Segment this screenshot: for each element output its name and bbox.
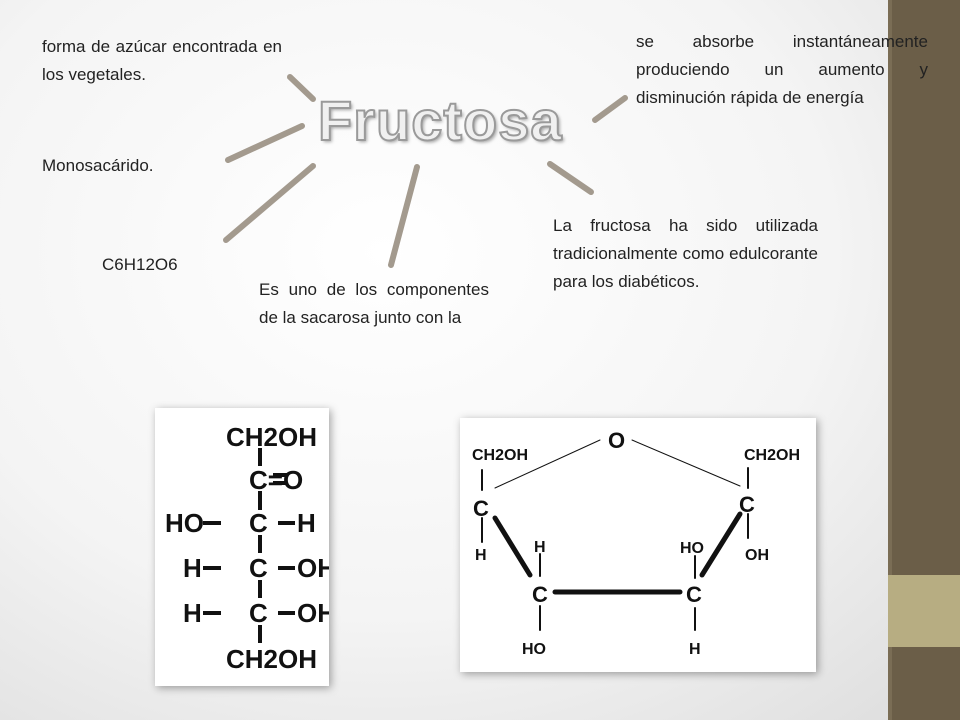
text-sugar-form: forma de azúcar encontrada en los vegeta… (42, 37, 282, 84)
fructose-linear-structure: CH2OH C=O HO C H H C OH H C OH CH2OH (165, 422, 336, 674)
linear-row1: CH2OH (226, 422, 317, 452)
linear-row6: CH2OH (226, 644, 317, 674)
linear-row3-carbon: C (249, 508, 268, 538)
ring-left-carbon: C (473, 496, 489, 521)
sidebar-decoration (888, 0, 960, 720)
text-monosaccharide: Monosacárido. (42, 156, 154, 175)
linear-row4-right: OH (297, 553, 329, 583)
linear-row5-right: OH (297, 598, 329, 628)
connector-absorbed (592, 95, 628, 123)
linear-row4-carbon: C (249, 553, 268, 583)
ring-bottom-right-carbon: C (686, 582, 702, 607)
ring-oxygen: O (608, 428, 625, 453)
linear-row3-right: H (297, 508, 316, 538)
text-sucrose: Es uno de los componentes de la sacarosa… (259, 280, 489, 327)
ring-bottom-left-bottom: HO (522, 641, 546, 658)
connector-lines (223, 74, 628, 268)
linear-row3-left: HO (165, 508, 204, 538)
fructose-ring-structure: O CH2OH CH2OH C C H OH C C H HO HO H (472, 428, 800, 658)
connector-sweetener (547, 161, 594, 195)
connector-formula (223, 163, 316, 243)
ring-right-oh: OH (745, 547, 769, 564)
sidebar-band (888, 575, 960, 647)
ring-bottom-right-top: HO (680, 540, 704, 557)
ring-right-top-group: CH2OH (744, 447, 800, 464)
ring-right-carbon: C (739, 492, 755, 517)
linear-row4-left: H (183, 553, 202, 583)
sidebar-edge (888, 0, 892, 720)
fructose-ring-structure-image: O CH2OH CH2OH C C H OH C C H HO HO H (460, 418, 816, 672)
fructose-linear-structure-image: CH2OH C=O HO C H H C OH H C OH CH2OH (155, 408, 336, 686)
linear-row5-carbon: C (249, 598, 268, 628)
connector-sugar-form (287, 74, 316, 102)
ring-bottom-left-carbon: C (532, 582, 548, 607)
text-sweetener: La fructosa ha sido utilizada tradiciona… (553, 216, 818, 291)
connector-monosaccharide (225, 123, 305, 163)
ring-left-top-group: CH2OH (472, 447, 528, 464)
slide-title: Fructosa (317, 88, 563, 153)
text-formula: C6H12O6 (102, 255, 178, 274)
ring-left-h: H (475, 547, 487, 564)
ring-bottom-right-bottom: H (689, 641, 701, 658)
connector-sucrose (388, 164, 420, 268)
linear-row5-left: H (183, 598, 202, 628)
ring-bottom-left-top: H (534, 539, 546, 556)
text-absorbed: se absorbe instantáneamente produciendo … (636, 32, 928, 107)
linear-row2: C=O (249, 465, 303, 495)
